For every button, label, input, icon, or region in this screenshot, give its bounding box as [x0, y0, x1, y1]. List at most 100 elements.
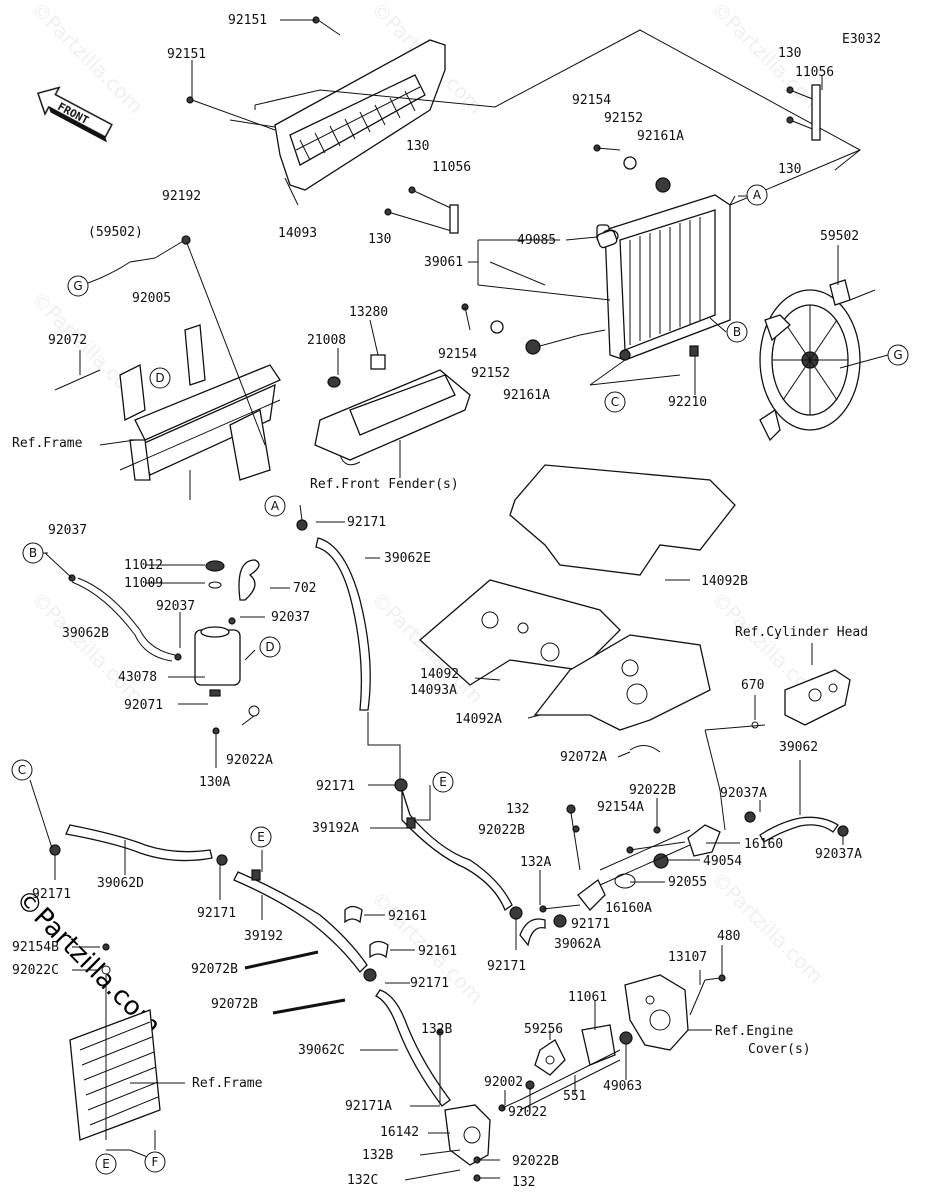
part-label: 13107: [668, 950, 707, 965]
part-label: 92037: [271, 610, 310, 625]
engine-cover-part: [624, 945, 726, 1051]
part-label: 92161: [418, 944, 457, 959]
part-label: 92171: [487, 959, 526, 974]
part-label: 92192: [162, 189, 201, 204]
part-label: 39061: [424, 255, 463, 270]
diagram-code: E3032: [842, 32, 881, 47]
part-label: 39062C: [298, 1043, 345, 1058]
svg-text:D: D: [155, 371, 164, 385]
callout-A-top: A: [746, 184, 768, 206]
fan-part: [759, 279, 876, 442]
ref-label: Ref.Frame: [12, 436, 83, 451]
callout-D-frame: D: [149, 367, 171, 389]
frame-part: [54, 235, 281, 500]
part-label: 92022: [508, 1105, 547, 1120]
part-label: 92022C: [12, 963, 59, 978]
part-label: 132B: [362, 1148, 393, 1163]
part-label: 39062A: [554, 937, 601, 952]
hose-39192-part: [233, 850, 410, 984]
callout-E-mid: E: [250, 826, 272, 848]
lower-frame-part: [69, 943, 185, 1161]
part-label: 92171: [347, 515, 386, 530]
part-label: 92171: [32, 887, 71, 902]
callout-C-mid: C: [11, 759, 33, 781]
callout-G-left: G: [67, 275, 89, 297]
part-label: 92161A: [503, 388, 550, 403]
svg-text:E: E: [102, 1157, 110, 1171]
strap-92072B-part: [244, 950, 346, 1015]
reservoir-tank-part: [40, 552, 290, 768]
part-label: 92152: [604, 111, 643, 126]
part-label: 92022A: [226, 753, 273, 768]
shroud-part: [274, 39, 446, 191]
part-label: 132B: [421, 1022, 452, 1037]
part-label: 49054: [703, 854, 742, 869]
part-label: 92210: [668, 395, 707, 410]
part-label: 92037A: [720, 786, 767, 801]
part-label: 14092B: [701, 574, 748, 589]
part-label: 14092: [420, 667, 459, 682]
part-label: 670: [741, 678, 764, 693]
callout-B-mid: B: [22, 542, 44, 564]
part-label: 130: [406, 139, 429, 154]
part-label: 92154A: [597, 800, 644, 815]
hose-39062D-part: [29, 779, 228, 900]
part-label: 92072B: [211, 997, 258, 1012]
hose-39062-part: [519, 724, 849, 947]
svg-text:A: A: [271, 499, 280, 513]
watermark: ©Partzilla.com: [706, 0, 828, 118]
part-label: 92005: [132, 291, 171, 306]
impeller-cover-part: [519, 1000, 633, 1111]
fender-bracket-part: [314, 319, 471, 478]
part-label: 59256: [524, 1022, 563, 1037]
part-label: 39192: [244, 929, 283, 944]
part-label: 480: [717, 929, 740, 944]
part-label: 92072: [48, 333, 87, 348]
part-label: 13280: [349, 305, 388, 320]
hose-39062E-part: [296, 504, 408, 792]
part-label: 92154: [572, 93, 611, 108]
part-label: 92171: [197, 906, 236, 921]
callout-C-top: C: [604, 391, 626, 413]
callout-D-tank: D: [259, 636, 281, 658]
part-label: 132C: [347, 1173, 378, 1188]
svg-text:D: D: [265, 640, 274, 654]
part-label: 11009: [124, 576, 163, 591]
svg-text:E: E: [257, 830, 265, 844]
part-label: 130A: [199, 775, 230, 790]
svg-text:C: C: [611, 395, 619, 409]
part-label: 130: [778, 162, 801, 177]
part-label: 39062E: [384, 551, 431, 566]
water-pump-part: [404, 1028, 521, 1182]
part-label: 702: [293, 581, 316, 596]
svg-text:B: B: [29, 546, 37, 560]
ref-label: Ref.Cylinder Head: [735, 625, 868, 640]
part-label: 14093: [278, 226, 317, 241]
hose-39062C-part: [360, 989, 451, 1107]
watermark: ©Partzilla.com: [706, 867, 828, 989]
callout-G-fan: G: [887, 344, 909, 366]
part-label: 39062B: [62, 626, 109, 641]
part-label: 92154B: [12, 940, 59, 955]
svg-text:C: C: [18, 763, 26, 777]
part-label: 11056: [432, 160, 471, 175]
part-label: 92161: [388, 909, 427, 924]
part-label: 92151: [228, 13, 267, 28]
part-label: 130: [778, 46, 801, 61]
part-label: 16142: [380, 1125, 419, 1140]
ref-label: Ref.Engine: [715, 1024, 793, 1039]
part-label: 92037A: [815, 847, 862, 862]
part-label: 92022B: [629, 783, 676, 798]
part-label: 130: [368, 232, 391, 247]
part-label: 92171: [410, 976, 449, 991]
part-label: 92171A: [345, 1099, 392, 1114]
cover-plates-part: [419, 464, 736, 758]
part-label: 92171: [571, 917, 610, 932]
clamp-92161-part: [344, 905, 415, 959]
part-label: 551: [563, 1089, 586, 1104]
part-label: 11056: [795, 65, 834, 80]
part-label: 14092A: [455, 712, 502, 727]
part-label: 11012: [124, 558, 163, 573]
part-label: 92022B: [478, 823, 525, 838]
